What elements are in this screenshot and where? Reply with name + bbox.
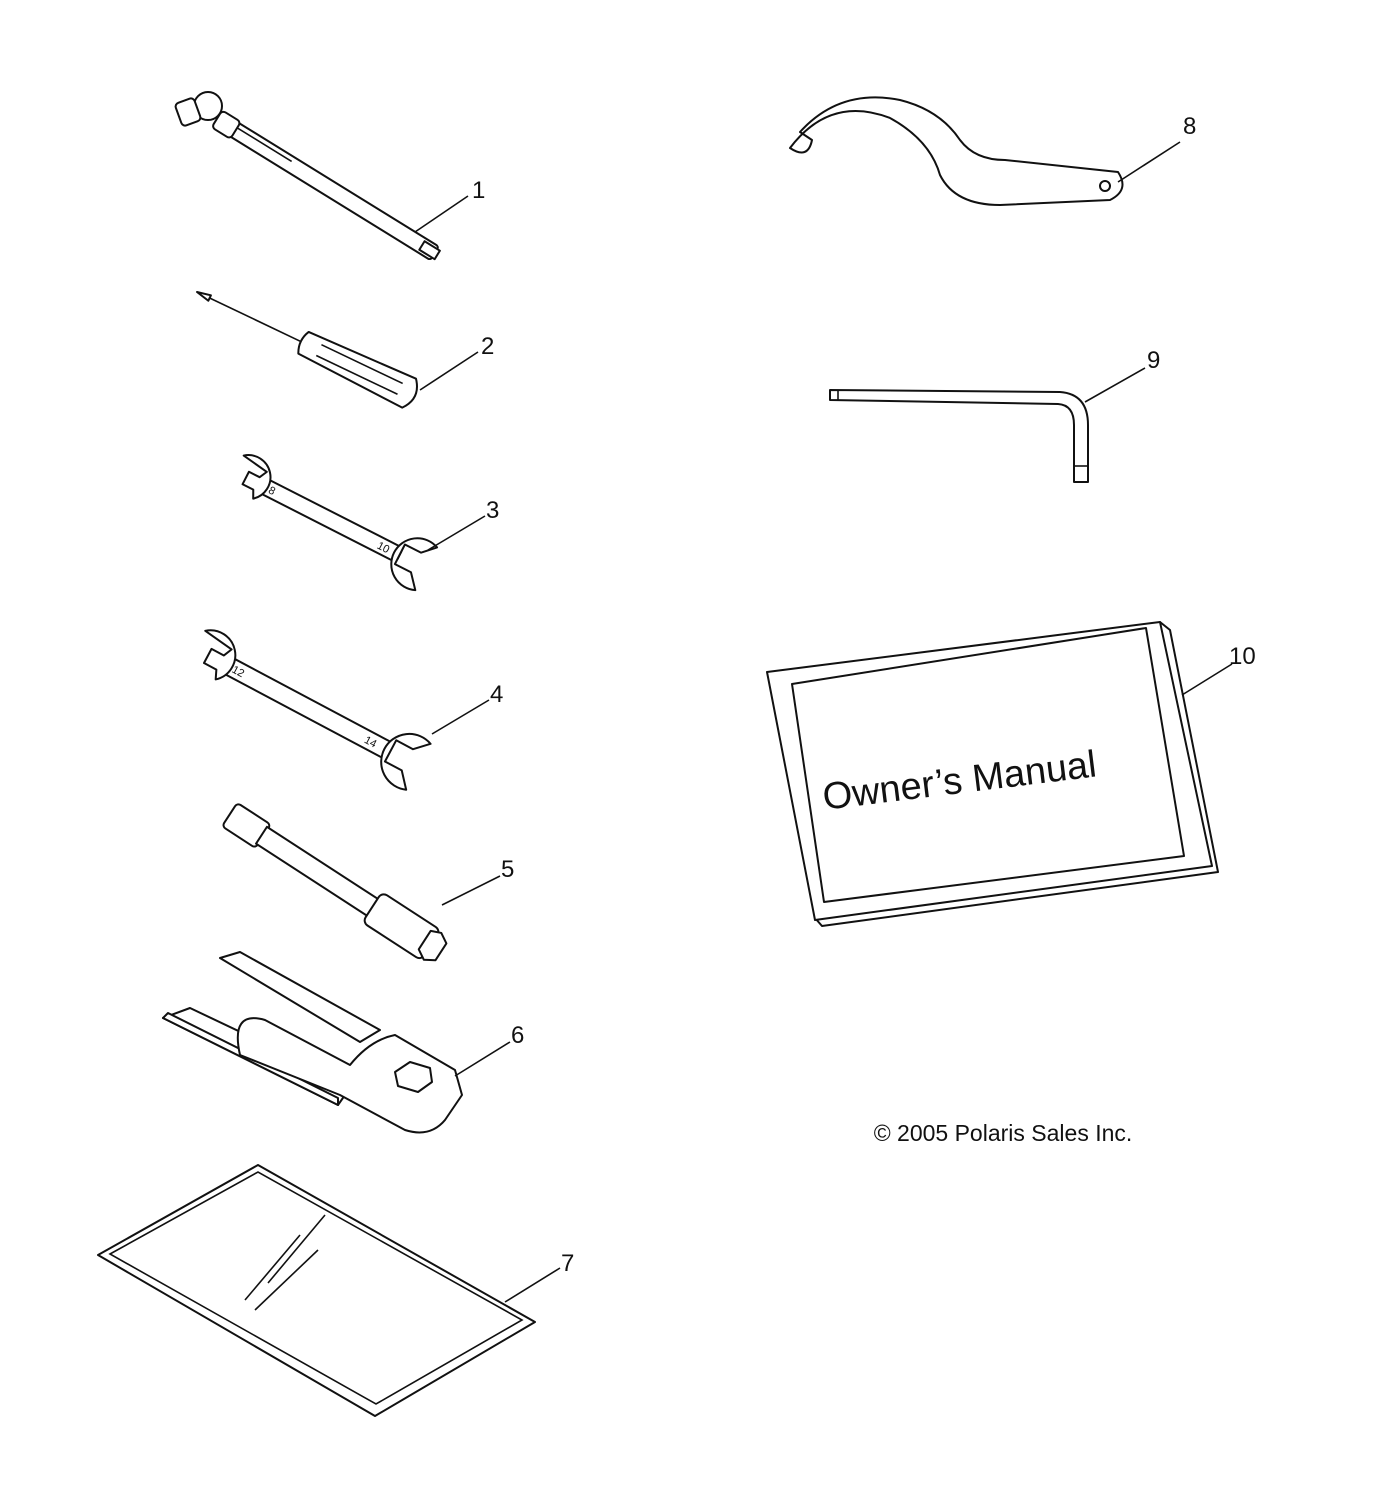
callout-9: 9	[1147, 347, 1160, 374]
wrench-marking: 10	[375, 540, 391, 556]
part-7-tool-bag	[97, 1164, 536, 1417]
part-3-wrench-8-10: 8 10	[241, 454, 439, 592]
part-8-hook-spanner	[789, 96, 1124, 206]
part-2-screwdriver	[196, 291, 418, 409]
wrench-marking: 8	[266, 484, 277, 497]
callout-2: 2	[481, 333, 494, 360]
part-9-hex-key	[829, 389, 1089, 483]
part-5-socket-wrench	[222, 803, 448, 962]
wrench-marking: 14	[362, 734, 378, 750]
wrench-marking: 12	[230, 664, 246, 680]
callout-7: 7	[561, 1250, 574, 1277]
part-10-owners-manual: Owner’s Manual	[766, 621, 1219, 927]
part-1-pressure-gauge	[174, 91, 441, 261]
callout-4: 4	[490, 681, 503, 708]
part-6-tool-holder	[162, 951, 463, 1134]
callout-3: 3	[486, 497, 499, 524]
callout-6: 6	[511, 1022, 524, 1049]
callout-10: 10	[1229, 643, 1256, 670]
copyright-notice: © 2005 Polaris Sales Inc.	[874, 1120, 1133, 1146]
part-4-wrench-12-14: 12 14	[203, 629, 432, 791]
callout-5: 5	[501, 856, 514, 883]
callout-1: 1	[472, 177, 485, 204]
leader-lines	[414, 141, 1233, 1303]
callout-8: 8	[1183, 113, 1196, 140]
